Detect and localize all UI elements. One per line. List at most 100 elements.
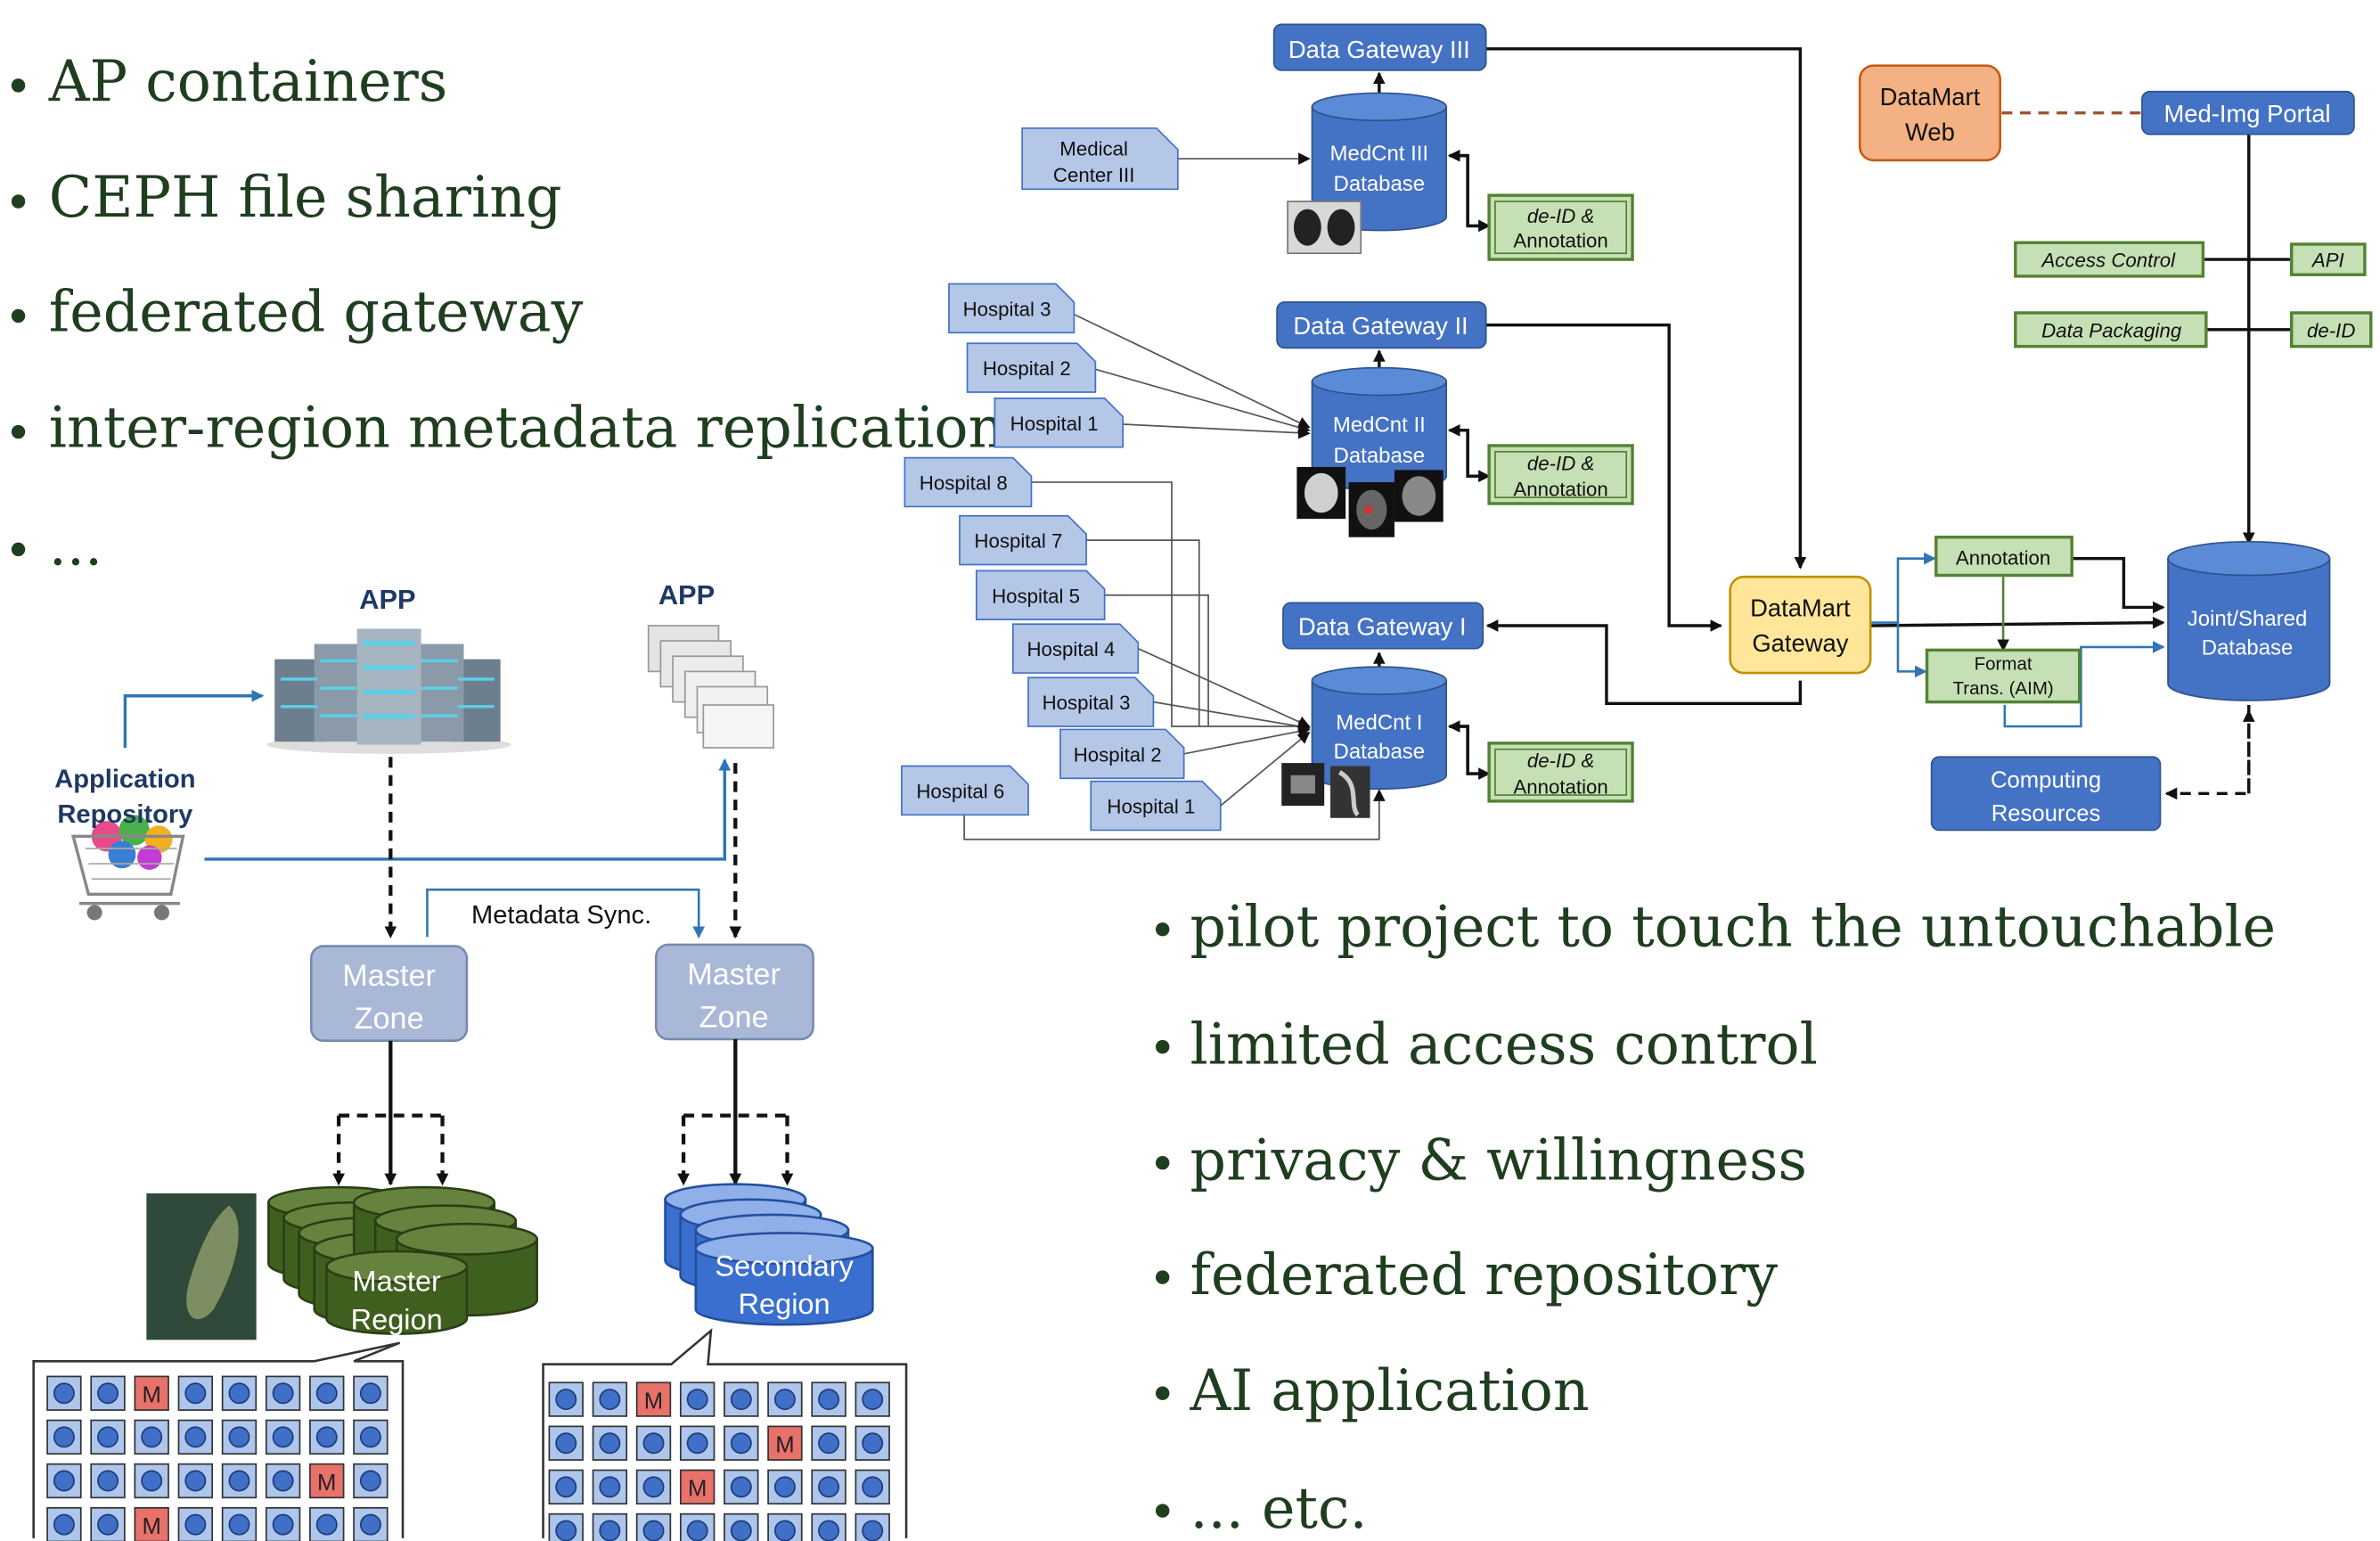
right-bullet-list: pilot project to touch the untouchable l… bbox=[1155, 894, 2276, 1541]
hospital-tag bbox=[1090, 780, 1222, 832]
left-bullet-5: ... bbox=[49, 512, 102, 578]
data-gateway-3 bbox=[1272, 23, 1487, 71]
joint-to-computing-line bbox=[2164, 705, 2251, 800]
storage-node-disk bbox=[184, 1513, 207, 1536]
computing-line-2: Resources bbox=[1992, 801, 2101, 826]
storage-node-disk bbox=[97, 1470, 119, 1492]
medical-center-3-line-1: Medical bbox=[1059, 138, 1128, 160]
left-bullet-1: AP containers bbox=[48, 48, 447, 114]
repo-to-app-arrow bbox=[123, 689, 265, 748]
app-label-1: APP bbox=[359, 584, 415, 615]
master-region-line-2: Region bbox=[351, 1303, 443, 1335]
storage-node bbox=[221, 1375, 258, 1411]
hospital-tag bbox=[1027, 676, 1155, 727]
storage-node-disk bbox=[97, 1426, 119, 1448]
master-node-label: M bbox=[644, 1389, 663, 1414]
left-architecture-diagram: APP APP bbox=[32, 579, 908, 1541]
access-control-box bbox=[2014, 241, 2205, 278]
gateway2-to-datamart-line bbox=[1485, 323, 1723, 632]
data-packaging-label: Data Packaging bbox=[2041, 319, 2182, 341]
app-repo-line-1: Application bbox=[54, 765, 195, 793]
hospital-tag bbox=[1012, 623, 1140, 674]
datamart-web bbox=[1858, 64, 2001, 162]
deid3-line-1: de-ID & bbox=[1527, 205, 1594, 227]
storage-node-disk bbox=[315, 1382, 338, 1405]
deid2-line-2: Annotation bbox=[1513, 478, 1607, 500]
master-zone-2-line-1: Master bbox=[687, 957, 781, 991]
hospital-tag-label: Hospital 5 bbox=[992, 585, 1080, 607]
hospital-tag-label: Hospital 1 bbox=[1107, 796, 1195, 818]
storage-node-disk bbox=[315, 1426, 338, 1448]
datamart-to-annotation-link bbox=[1870, 552, 1936, 624]
storage-node-disk bbox=[184, 1426, 207, 1448]
hospital-tag bbox=[1059, 728, 1185, 780]
master-node-marker bbox=[679, 1469, 716, 1505]
api-label: API bbox=[2310, 250, 2344, 272]
db3-line-1: MedCnt III bbox=[1330, 142, 1429, 166]
storage-node-disk bbox=[228, 1470, 250, 1492]
storage-node-disk bbox=[686, 1389, 708, 1411]
storage-node-disk bbox=[272, 1470, 294, 1492]
annotation-label: Annotation bbox=[1956, 547, 2050, 570]
storage-node-disk bbox=[818, 1389, 840, 1411]
storage-node-disk bbox=[642, 1476, 665, 1498]
deid1-line-1: de-ID & bbox=[1527, 750, 1594, 772]
hospital-tag-label: Hospital 3 bbox=[1043, 692, 1131, 714]
joint-shared-database bbox=[2167, 540, 2331, 701]
storage-node-disk bbox=[53, 1382, 75, 1405]
db3-line-2: Database bbox=[1334, 172, 1426, 196]
storage-node bbox=[724, 1469, 759, 1505]
med-img-portal bbox=[2141, 90, 2355, 135]
storage-node bbox=[679, 1425, 716, 1461]
datamart-gateway-line-1: DataMart bbox=[1750, 594, 1851, 622]
datamart-gateway-line-2: Gateway bbox=[1752, 629, 1848, 657]
data-gateway-2 bbox=[1276, 301, 1487, 349]
storage-node-disk bbox=[272, 1513, 294, 1536]
storage-node bbox=[548, 1469, 584, 1505]
medcnt-2-database bbox=[1311, 366, 1448, 491]
app-repo-line-2: Repository bbox=[57, 800, 193, 829]
master-node-marker bbox=[767, 1425, 803, 1461]
storage-node-disk bbox=[315, 1513, 338, 1536]
format-trans-box bbox=[1925, 648, 2081, 704]
app-label-2: APP bbox=[658, 579, 715, 611]
storage-node-disk bbox=[228, 1513, 250, 1536]
storage-node-disk bbox=[53, 1513, 75, 1536]
storage-node bbox=[134, 1463, 169, 1499]
xray-thumbnails-1 bbox=[1281, 763, 1370, 818]
storage-node-disk bbox=[730, 1389, 752, 1411]
zone1-to-region-connectors bbox=[332, 1040, 449, 1186]
master-node-label: M bbox=[775, 1433, 794, 1458]
master-zone-1-line-1: Master bbox=[342, 959, 436, 993]
storage-node-disk bbox=[773, 1389, 796, 1411]
medical-center-3-line-2: Center III bbox=[1053, 164, 1135, 186]
shopping-cart-icon bbox=[70, 815, 185, 921]
master-rack-panel bbox=[32, 1341, 405, 1538]
master-node-label: M bbox=[142, 1383, 160, 1408]
secondary-region-cylinders bbox=[664, 1183, 874, 1326]
computing-line-1: Computing bbox=[1991, 767, 2101, 792]
storage-node-disk bbox=[228, 1382, 250, 1405]
storage-node-disk bbox=[555, 1389, 577, 1411]
datamart-to-format-link bbox=[1896, 622, 1927, 678]
left-bullet-4: inter-region metadata replication bbox=[49, 395, 1004, 461]
hospital-tag bbox=[948, 283, 1075, 334]
hospital-tag bbox=[904, 456, 1033, 508]
master-region-line-1: Master bbox=[352, 1266, 441, 1298]
datamart-gateway bbox=[1729, 575, 1872, 675]
brain-scan-thumbnails-2 bbox=[1296, 466, 1444, 537]
storage-node bbox=[46, 1419, 82, 1455]
metadata-sync-arrow bbox=[426, 888, 706, 939]
storage-node-disk bbox=[53, 1426, 75, 1448]
master-node-label: M bbox=[317, 1471, 336, 1496]
repo-to-app2-arrow bbox=[204, 758, 732, 861]
deid1-line-2: Annotation bbox=[1513, 775, 1607, 798]
storage-node-disk bbox=[862, 1476, 884, 1498]
metadata-sync-label: Metadata Sync. bbox=[471, 901, 651, 930]
hospital-tag bbox=[994, 398, 1125, 448]
right-bullet-6: ... etc. bbox=[1190, 1475, 1368, 1541]
gateway3-to-datamart-line bbox=[1485, 47, 1807, 570]
data-gateway-1-label: Data Gateway I bbox=[1298, 612, 1467, 640]
